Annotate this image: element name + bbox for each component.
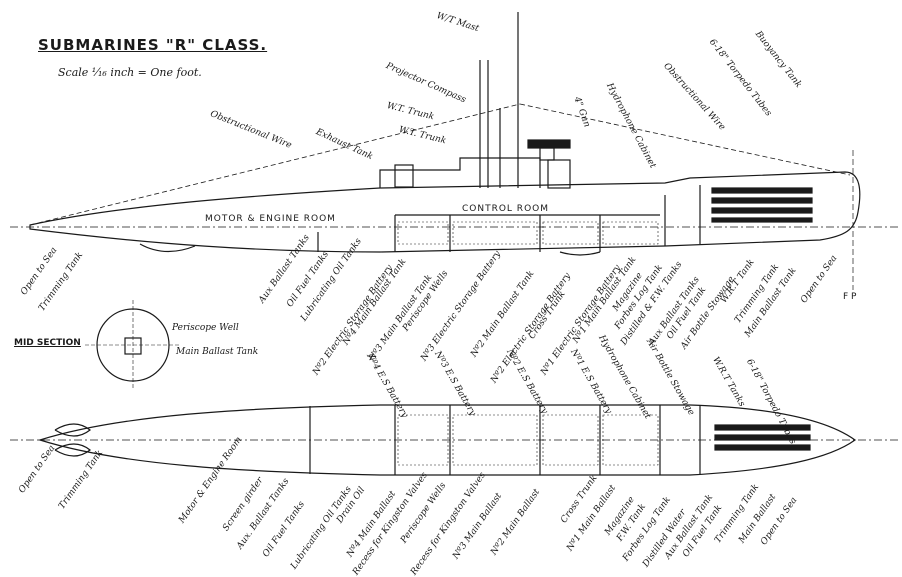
drawing-title: SUBMARINES "R" CLASS. xyxy=(38,36,268,54)
torpedo-tube xyxy=(711,217,813,223)
plan-propeller xyxy=(54,423,91,437)
fp-label: F P xyxy=(843,292,857,302)
obstructional-wire xyxy=(29,103,521,226)
battery-compartment xyxy=(397,221,449,245)
gun-mount xyxy=(547,159,571,189)
battery-compartment xyxy=(542,221,599,245)
plan-torpedo-tube xyxy=(714,434,811,441)
conning-tower xyxy=(379,157,541,188)
battery-compartment xyxy=(602,221,659,245)
plan-battery xyxy=(452,414,538,466)
plan-hull xyxy=(37,404,857,476)
obstructional-wire xyxy=(519,103,851,176)
tower-box xyxy=(394,164,414,188)
plan-torpedo-tube xyxy=(714,444,811,451)
torpedo-tube xyxy=(711,187,813,194)
plan-battery xyxy=(602,414,659,466)
label-periscope-well: Periscope Well xyxy=(172,323,239,333)
profile-keel-bulge xyxy=(139,243,196,253)
gun-barrel xyxy=(527,139,571,149)
label-main-ballast-tank-mid: Main Ballast Tank xyxy=(176,347,259,357)
plan-torpedo-tube xyxy=(714,424,811,431)
profile-hull xyxy=(29,171,861,253)
periscope-well xyxy=(124,337,142,355)
mid-section-label: MID SECTION xyxy=(14,338,81,348)
drawing-scale: Scale ⅟₁₆ inch = One foot. xyxy=(58,66,202,79)
gun-pedestal xyxy=(539,147,555,161)
battery-compartment xyxy=(452,221,538,245)
motor-engine-room-label: MOTOR & ENGINE ROOM xyxy=(205,214,336,224)
torpedo-tube xyxy=(711,197,813,204)
plan-battery xyxy=(397,414,449,466)
control-room-label: CONTROL ROOM xyxy=(462,204,549,214)
plan-battery xyxy=(542,414,599,466)
torpedo-tube xyxy=(711,207,813,214)
profile-keel-bulge xyxy=(559,251,601,256)
plan-propeller xyxy=(54,443,91,457)
